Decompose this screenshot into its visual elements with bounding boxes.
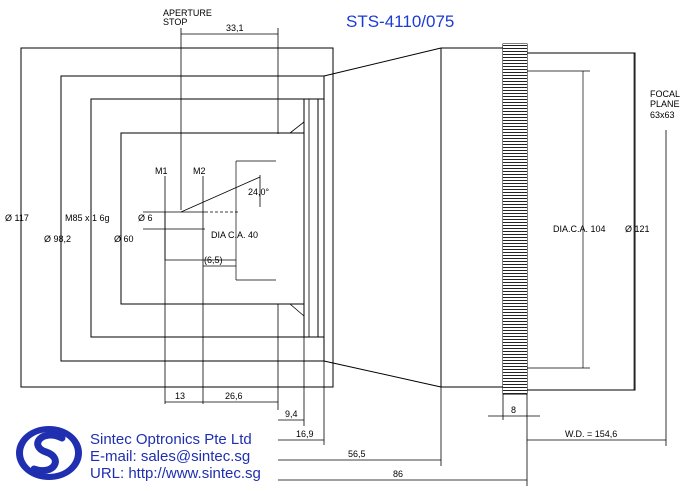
- dim-94: 9,4: [285, 409, 298, 419]
- dim-13: 13: [175, 391, 185, 401]
- dia-ca-40-label: DIA C.A. 40: [211, 230, 258, 240]
- angle-label: 24,0°: [248, 187, 270, 197]
- dim-98: Ø 98,2: [44, 234, 71, 244]
- dim-60: Ø 60: [114, 234, 134, 244]
- company-email: E-mail: sales@sintec.sg: [90, 448, 250, 465]
- labels: APERTURE STOP 33,1 FOCAL PLANE 63x63 M1 …: [5, 8, 680, 479]
- dia-ca-104-label: DIA.C.A. 104: [553, 224, 606, 234]
- focal-size-label: 63x63: [650, 110, 675, 120]
- dim-121: Ø 121: [625, 224, 650, 234]
- m1-label: M1: [155, 166, 168, 176]
- plane-label: PLANE: [650, 99, 680, 109]
- dim-65: (6,5): [204, 255, 223, 265]
- aperture-stop-detail: [143, 28, 279, 404]
- company-url: URL: http://www.sintec.sg: [90, 465, 261, 482]
- company-logo: [16, 426, 82, 480]
- drawing-title: STS-4110/075: [346, 12, 454, 31]
- m2-label: M2: [193, 166, 206, 176]
- knurled-ring: [502, 43, 528, 395]
- dim-86: 86: [393, 469, 403, 479]
- dim-33: 33,1: [226, 23, 244, 33]
- dim-565: 56,5: [348, 449, 366, 459]
- company-info: Sintec Optronics Pte Ltd E-mail: sales@s…: [90, 431, 261, 482]
- working-distance-label: W.D. = 154,6: [565, 429, 617, 439]
- lens-body: [20, 47, 636, 391]
- stop-label: STOP: [163, 17, 187, 27]
- company-name: Sintec Optronics Pte Ltd: [90, 431, 252, 448]
- horizontal-dimensions: [165, 130, 667, 486]
- dim-8: 8: [511, 405, 516, 415]
- dim-6: Ø 6: [138, 213, 153, 223]
- thread-label: M85 x 1 6g: [65, 213, 110, 223]
- dim-26: 26,6: [225, 391, 243, 401]
- focal-label: FOCAL: [650, 89, 680, 99]
- dim-117: Ø 117: [5, 213, 29, 223]
- vertical-dimensions: [20, 48, 635, 390]
- dim-169: 16,9: [296, 429, 314, 439]
- aperture-label: APERTURE: [163, 8, 212, 18]
